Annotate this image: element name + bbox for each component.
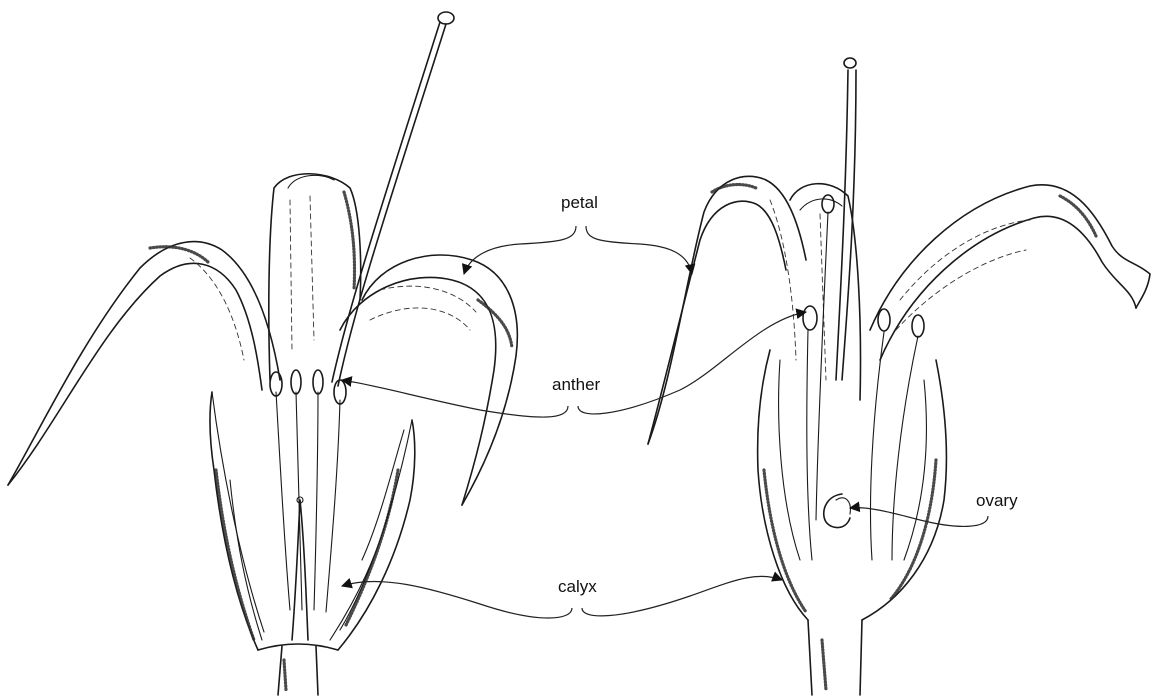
left-calyx-cup xyxy=(210,392,415,650)
left-style xyxy=(332,12,454,386)
left-sepals xyxy=(212,392,412,632)
right-petal-center xyxy=(790,184,861,400)
left-stem xyxy=(258,644,338,695)
right-calyx-cup xyxy=(758,350,947,620)
anther-leader-lines xyxy=(342,312,806,417)
petal-leader-lines xyxy=(464,226,692,274)
right-flower-drawing xyxy=(648,58,1150,695)
label-petal: petal xyxy=(561,193,598,212)
left-petal-outer-left xyxy=(8,242,280,485)
right-stem xyxy=(808,620,862,695)
label-ovary: ovary xyxy=(976,491,1018,510)
label-anther: anther xyxy=(552,375,601,394)
label-calyx: calyx xyxy=(558,577,597,596)
left-stamens xyxy=(270,370,346,612)
left-petal-outer-right xyxy=(340,255,517,505)
right-ovary-shape xyxy=(824,494,851,528)
right-petal-left xyxy=(648,176,806,444)
right-style xyxy=(836,58,856,380)
right-petal-right xyxy=(870,185,1150,360)
